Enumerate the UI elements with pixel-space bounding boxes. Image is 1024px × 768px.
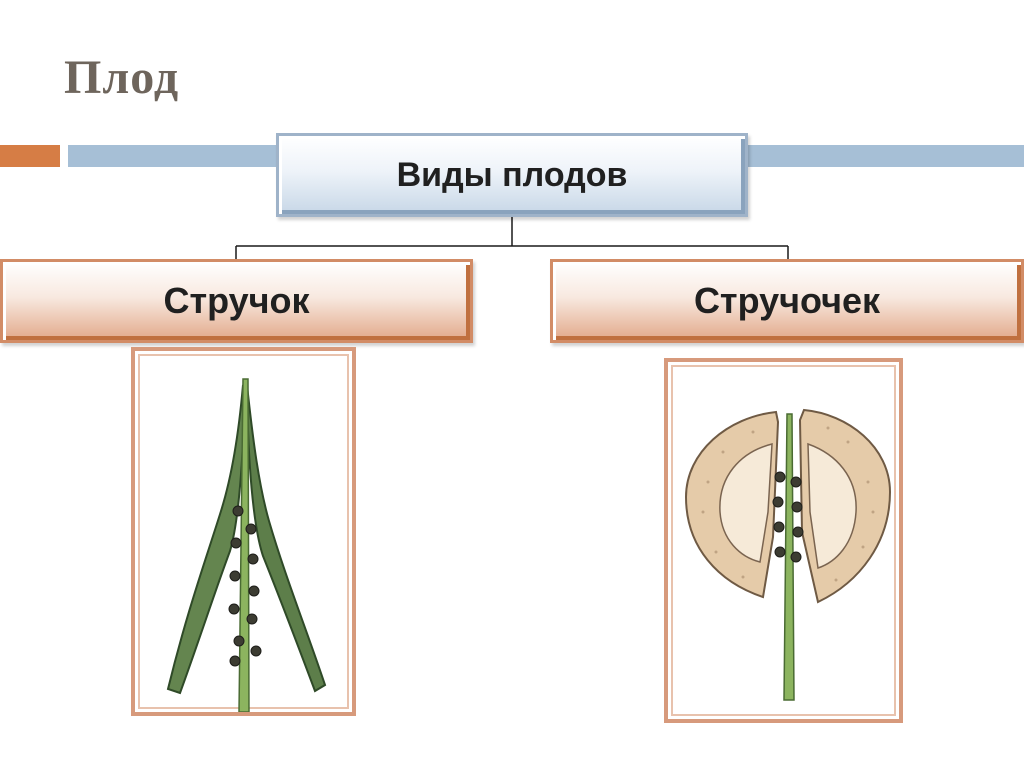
slide-title: Плод <box>64 51 180 104</box>
silicle-pod-icon <box>684 408 892 701</box>
silicle-image-frame <box>664 358 903 723</box>
fruit-type-label-silique: Стручок <box>163 280 310 321</box>
silique-pod-icon <box>166 378 327 712</box>
fruit-type-label-silicle: Стручочек <box>693 280 881 321</box>
accent-bar-orange <box>0 145 60 167</box>
fruit-type-box-silicle: Стручочек <box>550 259 1024 343</box>
silique-image-frame <box>131 347 356 716</box>
root-label: Виды плодов <box>396 155 628 194</box>
fruit-type-box-silique: Стручок <box>0 259 473 343</box>
root-box: Виды плодов <box>276 133 748 217</box>
